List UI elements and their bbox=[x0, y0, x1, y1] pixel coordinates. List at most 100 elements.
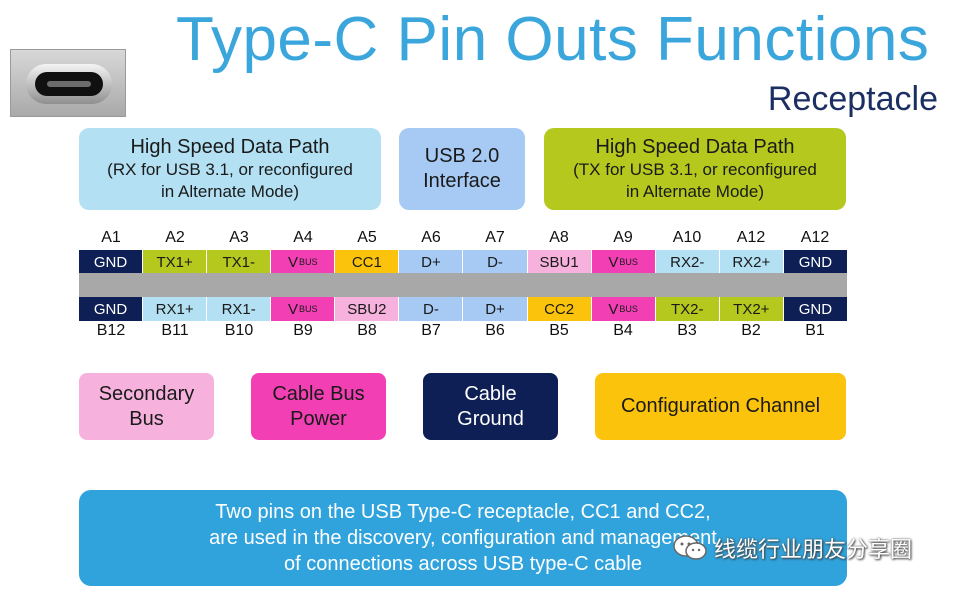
wechat-icon bbox=[673, 535, 707, 560]
pin-label-b: B11 bbox=[161, 322, 189, 339]
note-line3: of connections across USB type-C cable bbox=[284, 553, 642, 575]
pin-label-a: A7 bbox=[485, 229, 505, 246]
row-a-labels: A1 A2 A3 A4 A5 A6 A7 A8 A9 A10 A12 A12 bbox=[79, 229, 847, 249]
group-tx-line3: in Alternate Mode) bbox=[626, 182, 764, 201]
pin-label-b: B8 bbox=[357, 322, 377, 339]
pin-label-a: A12 bbox=[736, 229, 766, 246]
pin-usb2: D+ bbox=[399, 250, 464, 274]
pin-label-b: B3 bbox=[677, 322, 697, 339]
pin-name: TX2- bbox=[670, 300, 704, 318]
pin-gnd: GND bbox=[783, 250, 847, 274]
pin-label-a: A10 bbox=[672, 229, 702, 246]
pin-name: SBU2 bbox=[347, 300, 387, 318]
pin-label-a: A4 bbox=[293, 229, 313, 246]
pin-tx: TX1- bbox=[207, 250, 272, 274]
group-high-speed-tx: High Speed Data Path (TX for USB 3.1, or… bbox=[544, 128, 846, 210]
pin-rx: RX1- bbox=[207, 297, 272, 321]
page-title: Type-C Pin Outs Functions bbox=[176, 5, 930, 74]
pin-name: GND bbox=[798, 300, 833, 318]
pin-gnd: GND bbox=[783, 297, 847, 321]
pin-label-a: A12 bbox=[800, 229, 830, 246]
legend-secondary-bus: Secondary Bus bbox=[79, 373, 214, 440]
pin-name: GND bbox=[93, 300, 128, 318]
pin-name: GND bbox=[798, 253, 833, 271]
pin-name: V bbox=[288, 253, 299, 271]
pin-label-b: B12 bbox=[96, 322, 126, 339]
pin-name: CC1 bbox=[351, 253, 382, 271]
legend-cable-bus-power-line2: Power bbox=[290, 407, 347, 430]
pin-name: RX2- bbox=[670, 253, 705, 271]
pin-name: CC2 bbox=[544, 300, 575, 318]
pin-cc: CC1 bbox=[335, 250, 400, 274]
pin-name: D- bbox=[487, 253, 503, 271]
pin-name: TX2+ bbox=[733, 300, 770, 318]
group-rx-line2: (RX for USB 3.1, or reconfigured bbox=[107, 160, 353, 179]
pin-usb2: D- bbox=[463, 250, 528, 274]
pin-label-a: A6 bbox=[421, 229, 441, 246]
pin-name: D+ bbox=[421, 253, 441, 271]
pin-name: V bbox=[608, 253, 619, 271]
pin-label-b: B5 bbox=[549, 322, 569, 339]
pin-rx: RX2- bbox=[655, 250, 720, 274]
pin-label-a: A8 bbox=[549, 229, 569, 246]
pin-name: TX1+ bbox=[156, 253, 193, 271]
pin-gnd: GND bbox=[79, 250, 144, 274]
watermark-text: 线缆行业朋友分享圈 bbox=[714, 537, 913, 562]
pin-gnd: GND bbox=[79, 297, 144, 321]
legend-cable-ground-line1: Cable bbox=[464, 382, 517, 405]
legend-secondary-bus-line2: Bus bbox=[129, 407, 164, 430]
page-subtitle: Receptacle bbox=[767, 80, 938, 118]
pin-subscript: BUS bbox=[299, 257, 318, 267]
pin-label-b: B7 bbox=[421, 322, 441, 339]
pin-sbu: SBU1 bbox=[527, 250, 592, 274]
pin-rx: RX2+ bbox=[719, 250, 784, 274]
pin-subscript: BUS bbox=[299, 304, 318, 314]
pin-label-a: A3 bbox=[229, 229, 249, 246]
note-line2: are used in the discovery, configuration… bbox=[209, 527, 717, 549]
pin-usb2: D- bbox=[399, 297, 464, 321]
pin-cc: CC2 bbox=[527, 297, 592, 321]
pin-name: V bbox=[608, 300, 619, 318]
pin-label-b: B10 bbox=[224, 322, 254, 339]
pin-label-a: A2 bbox=[165, 229, 185, 246]
pin-tx: TX1+ bbox=[143, 250, 208, 274]
pin-label-b: B4 bbox=[613, 322, 633, 339]
group-rx-line1: High Speed Data Path bbox=[130, 136, 330, 158]
pin-name: RX1+ bbox=[155, 300, 194, 318]
pin-sbu: SBU2 bbox=[335, 297, 400, 321]
group-tx-line2: (TX for USB 3.1, or reconfigured bbox=[573, 160, 817, 179]
pin-name: D- bbox=[423, 300, 439, 318]
pin-name: V bbox=[288, 300, 299, 318]
pin-subscript: BUS bbox=[619, 257, 638, 267]
pin-label-a: A5 bbox=[357, 229, 377, 246]
group-usb2-interface: USB 2.0 Interface bbox=[399, 128, 525, 210]
watermark: 线缆行业朋友分享圈 bbox=[672, 532, 912, 564]
group-rx-line3: in Alternate Mode) bbox=[161, 182, 299, 201]
group-tx-line1: High Speed Data Path bbox=[595, 136, 795, 158]
receptacle-tongue-bar bbox=[79, 273, 847, 297]
pin-label-a: A9 bbox=[613, 229, 633, 246]
cc-description-note: Two pins on the USB Type-C receptacle, C… bbox=[79, 490, 847, 586]
legend-cable-bus-power-line1: Cable Bus bbox=[272, 382, 365, 405]
row-b-labels: B12 B11 B10 B9 B8 B7 B6 B5 B4 B3 B2 B1 bbox=[79, 322, 847, 342]
pin-subscript: BUS bbox=[619, 304, 638, 314]
legend-cable-ground: Cable Ground bbox=[423, 373, 558, 440]
group-high-speed-rx: High Speed Data Path (RX for USB 3.1, or… bbox=[79, 128, 381, 210]
note-line1: Two pins on the USB Type-C receptacle, C… bbox=[215, 501, 711, 523]
group-usb2-line2: Interface bbox=[423, 170, 501, 192]
legend-secondary-bus-line1: Secondary bbox=[98, 382, 195, 405]
pin-name: TX1- bbox=[222, 253, 255, 271]
pin-label-b: B1 bbox=[805, 322, 825, 339]
legend-configuration-channel-label: Configuration Channel bbox=[620, 395, 821, 417]
group-usb2-line1: USB 2.0 bbox=[424, 145, 500, 167]
pin-name: RX2+ bbox=[732, 253, 771, 271]
pin-tx: TX2+ bbox=[719, 297, 784, 321]
pin-label-b: B6 bbox=[485, 322, 505, 339]
pin-usb2: D+ bbox=[463, 297, 528, 321]
